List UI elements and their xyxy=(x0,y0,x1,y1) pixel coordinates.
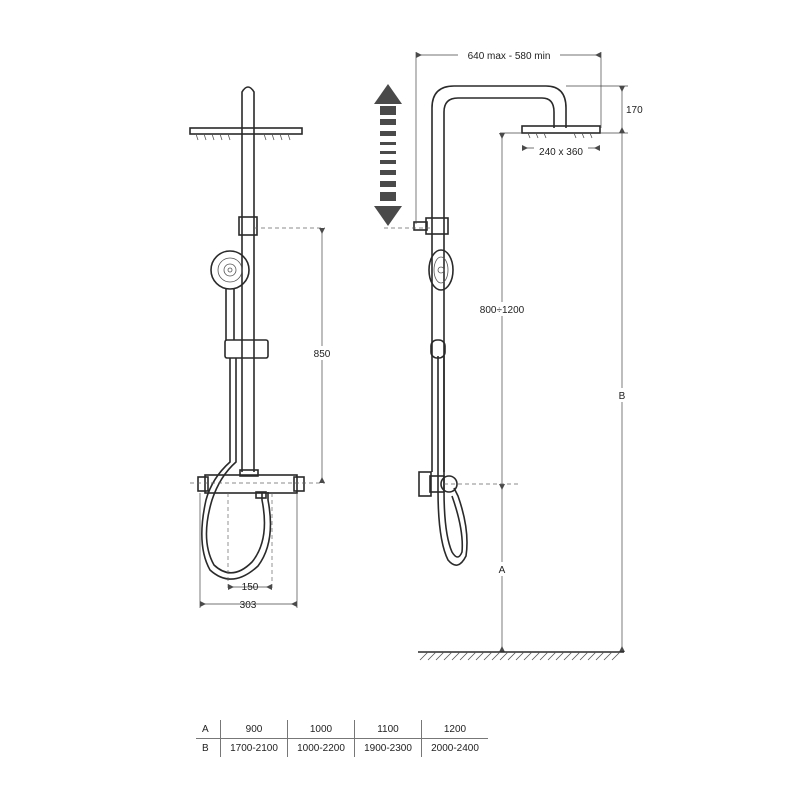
table-cell: 2000-2400 xyxy=(421,738,488,757)
side-shower-head xyxy=(521,125,601,139)
label-850: 850 xyxy=(314,349,331,360)
label-a: A xyxy=(499,565,506,576)
table-cell: 1900-2300 xyxy=(354,738,422,757)
table-cell: 1000-2200 xyxy=(287,738,355,757)
table-row-b: B 1700-2100 1000-2200 1900-2300 2000-240… xyxy=(196,738,488,757)
side-hand-shower xyxy=(428,249,454,291)
row-head-a: A xyxy=(196,720,221,739)
table-cell: 1700-2100 xyxy=(220,738,288,757)
label-170: 170 xyxy=(626,105,643,116)
table-row-a: A 900 1000 1100 1200 xyxy=(196,720,488,739)
label-150: 150 xyxy=(242,582,259,593)
front-thermostat-body xyxy=(197,469,305,499)
front-shower-head xyxy=(189,127,303,141)
row-head-b: B xyxy=(202,742,209,754)
table-cell: 900 xyxy=(220,720,288,739)
double-arrow-icon xyxy=(374,84,402,226)
floor xyxy=(418,651,624,661)
label-arm-reach: 640 max - 580 min xyxy=(468,51,551,62)
label-303: 303 xyxy=(240,600,257,611)
table-cell: 1000 xyxy=(287,720,355,739)
side-view xyxy=(384,52,628,661)
side-valve xyxy=(418,471,458,497)
label-b: B xyxy=(619,391,626,402)
label-bar-height: 800÷1200 xyxy=(480,305,525,316)
label-head-size: 240 x 360 xyxy=(539,147,583,158)
dimension-table: A 900 1000 1100 1200 B 1700-2100 1000-22… xyxy=(196,720,488,757)
table-cell: 1100 xyxy=(354,720,422,739)
table-cell: 1200 xyxy=(421,720,488,739)
front-hand-shower xyxy=(210,250,250,340)
front-view xyxy=(189,86,325,608)
